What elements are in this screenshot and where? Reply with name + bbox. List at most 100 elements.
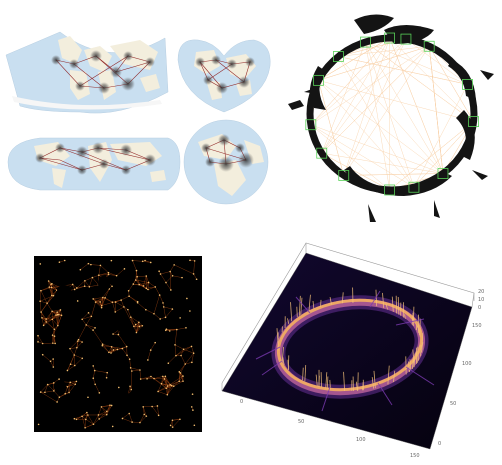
dense-node <box>165 281 167 284</box>
dense-edge <box>82 312 89 320</box>
dense-node <box>57 324 59 327</box>
dense-edge <box>101 406 107 415</box>
dense-node <box>90 315 93 318</box>
dense-node <box>172 385 175 387</box>
surface-spike <box>312 300 315 309</box>
dense-edge <box>37 341 43 344</box>
dense-edge <box>175 346 192 356</box>
dense-node <box>190 406 193 408</box>
dense-edge <box>40 301 48 304</box>
dense-edge <box>86 324 96 328</box>
dense-node <box>92 423 95 425</box>
dense-edge <box>76 416 83 420</box>
dense-node <box>154 286 157 288</box>
dense-edge <box>118 334 127 347</box>
dense-node <box>66 385 69 388</box>
dense-node <box>83 285 86 288</box>
dense-node <box>98 274 100 276</box>
dense-edge <box>113 333 119 335</box>
ring-node-box <box>384 32 396 44</box>
surface-floor <box>221 252 473 450</box>
dense-edge <box>136 322 140 333</box>
dense-edge <box>174 329 177 345</box>
dense-node <box>85 418 87 421</box>
dense-node <box>47 280 50 282</box>
ring-chord <box>318 80 444 174</box>
dense-edge <box>185 362 192 365</box>
dense-edge <box>131 369 140 372</box>
surface-z-tick: 0 <box>478 305 481 311</box>
dense-edge <box>115 301 124 308</box>
dense-node <box>111 301 114 304</box>
dense-node <box>164 329 167 332</box>
dense-edge <box>108 274 117 276</box>
dense-node <box>171 308 174 310</box>
dense-edge <box>87 414 94 425</box>
ring-node-boxes <box>305 32 479 196</box>
dense-node <box>180 354 182 357</box>
dense-node <box>169 270 171 273</box>
dense-node <box>92 365 95 367</box>
dense-edge <box>93 297 103 300</box>
dense-node <box>112 349 115 351</box>
dense-edge <box>56 397 60 403</box>
ring-chord <box>310 46 430 125</box>
dense-edge <box>161 376 166 384</box>
ring-chord <box>365 42 390 190</box>
dense-edge <box>129 359 131 368</box>
dense-edge <box>160 271 171 275</box>
dense-node <box>81 415 83 418</box>
dense-node <box>128 412 131 415</box>
ring-chord <box>318 80 474 122</box>
surface-box-frame <box>221 242 475 391</box>
dense-node <box>52 342 54 344</box>
surface-spike <box>302 367 304 381</box>
surface-spike <box>412 306 415 327</box>
dense-edge <box>48 280 52 288</box>
dense-node <box>50 286 53 289</box>
dense-node <box>98 392 101 394</box>
dense-edge <box>136 270 138 277</box>
dense-edge <box>40 286 50 291</box>
dense-node <box>168 330 171 332</box>
dense-edge <box>46 311 53 320</box>
surface-y-ticks: 0 50 100 150 <box>438 323 482 447</box>
dense-edge <box>95 301 102 308</box>
dense-node <box>105 413 108 416</box>
dense-node <box>48 286 51 288</box>
dense-node <box>97 414 100 416</box>
dense-edge <box>161 383 167 389</box>
dense-node <box>179 317 181 319</box>
dense-edge <box>176 327 186 330</box>
dense-edge <box>115 306 124 313</box>
dense-edge <box>46 319 53 323</box>
dense-edge <box>69 348 75 356</box>
ring-chord <box>318 80 415 188</box>
dense-node <box>52 382 55 384</box>
dense-node <box>56 311 58 313</box>
dense-edge <box>166 384 171 389</box>
dense-edge <box>92 329 103 345</box>
dense-edge <box>76 341 83 348</box>
dense-node <box>51 334 54 336</box>
dense-edge <box>53 290 57 296</box>
surface-spike <box>276 328 279 345</box>
dense-edge <box>147 286 156 290</box>
dense-node <box>84 279 86 282</box>
dense-node <box>120 299 122 301</box>
dense-node <box>146 378 148 380</box>
dense-edge <box>147 350 151 361</box>
dense-edge <box>132 260 143 262</box>
dense-node <box>128 358 131 360</box>
dense-edge <box>93 378 96 385</box>
dense-node <box>46 383 49 386</box>
dense-node <box>178 380 180 383</box>
dense-edge <box>137 275 147 277</box>
dense-edge <box>46 295 52 304</box>
dense-node <box>121 417 124 420</box>
dense-edge <box>46 303 53 312</box>
dense-edge <box>139 370 141 380</box>
dense-node <box>46 302 48 304</box>
dense-node <box>81 357 84 360</box>
ring-node-box <box>384 184 396 196</box>
